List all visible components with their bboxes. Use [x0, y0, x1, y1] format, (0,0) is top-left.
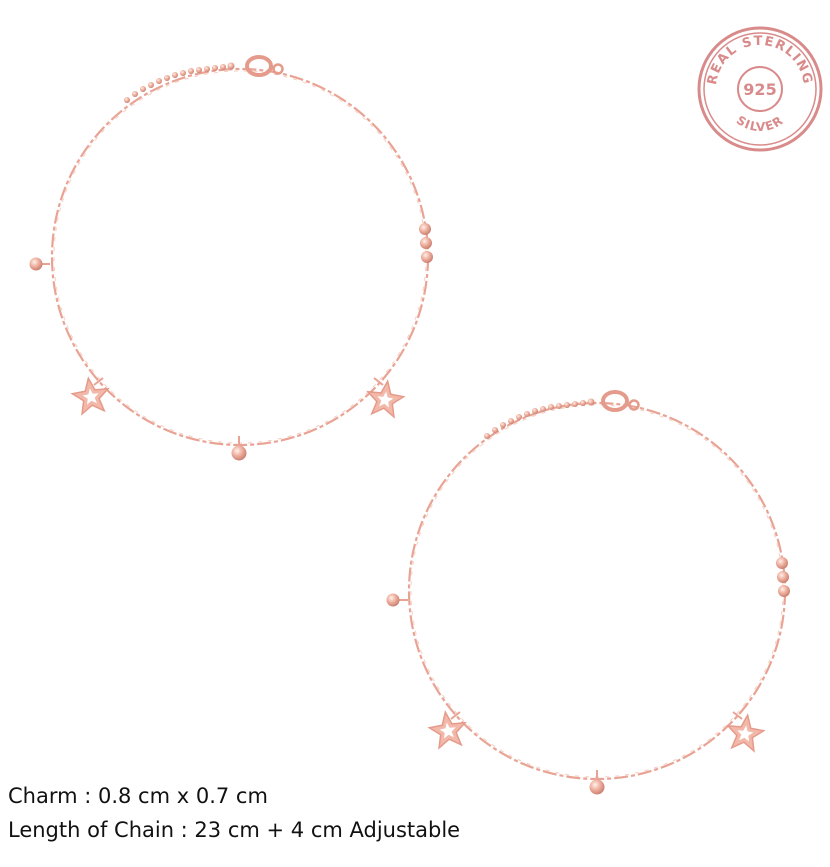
anklet-2-star-charm-left — [426, 708, 469, 750]
chain-length-text: Length of Chain : 23 cm + 4 cm Adjustabl… — [8, 818, 461, 842]
anklet-2-charm-bead-left — [386, 593, 408, 607]
anklet-1-star-charm-right — [364, 377, 407, 419]
sterling-silver-stamp: REAL STERLING SILVER 925 — [697, 26, 823, 152]
anklet-1-beads-right — [419, 223, 433, 263]
svg-text:SILVER: SILVER — [734, 113, 786, 134]
anklet-2-charm-bead-bottom — [589, 770, 605, 795]
anklet-1 — [29, 55, 433, 461]
stamp-center-text: 925 — [743, 80, 776, 99]
charm-size-text: Charm : 0.8 cm x 0.7 cm — [8, 784, 268, 808]
anklet-1-charm-bead-left — [29, 257, 50, 271]
anklet-2 — [386, 390, 790, 795]
anklet-2-beads-right — [776, 557, 790, 597]
anklet-2-lobster-clasp — [601, 390, 640, 412]
anklet-1-extension-chain — [124, 62, 235, 103]
anklet-2-star-charm-right — [724, 711, 767, 753]
anklet-1-star-charm-left — [69, 374, 112, 416]
anklet-2-extension-chain — [484, 398, 595, 439]
anklet-1-charm-bead-bottom — [231, 436, 247, 461]
anklet-1-chain-highlight — [53, 70, 427, 444]
anklet-1-lobster-clasp — [245, 55, 284, 77]
anklet-2-chain-highlight — [410, 404, 784, 778]
stamp-bottom-text: SILVER — [734, 113, 785, 134]
